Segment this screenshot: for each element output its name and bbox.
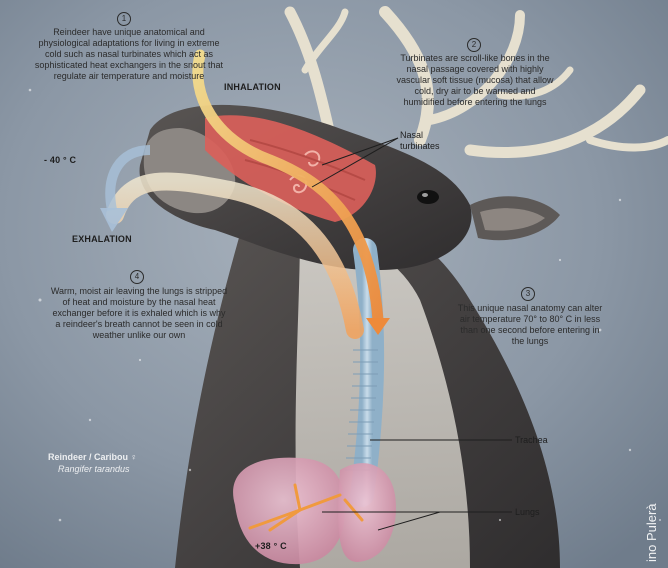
inhalation-label: INHALATION <box>224 82 281 92</box>
note-2-text: Turbinates are scroll-like bones in the … <box>395 53 555 108</box>
exhalation-label: EXHALATION <box>72 234 132 244</box>
note-1-number: 1 <box>117 12 131 26</box>
note-3-text: This unique nasal anatomy can alter air … <box>455 303 605 347</box>
trachea-label: Trachea <box>515 435 548 445</box>
note-3-number: 3 <box>521 287 535 301</box>
note-2-number: 2 <box>467 38 481 52</box>
note-4-number: 4 <box>130 270 144 284</box>
species-common-name: Reindeer / Caribou ♀ <box>48 452 137 463</box>
reindeer-eye <box>417 190 439 204</box>
outside-temperature: - 40 ° C <box>44 155 76 165</box>
lung-temperature: +38 ° C <box>255 541 287 551</box>
nasal-turbinates-label: Nasal turbinates <box>400 130 440 152</box>
lungs-label: Lungs <box>515 507 540 517</box>
note-1-text: Reindeer have unique anatomical and phys… <box>30 27 228 82</box>
note-4-text: Warm, moist air leaving the lungs is str… <box>50 286 228 341</box>
species-latin-name: Rangifer tarandus <box>58 464 130 475</box>
artist-signature: ino Pulerà <box>644 503 659 562</box>
eye-highlight <box>422 193 428 197</box>
